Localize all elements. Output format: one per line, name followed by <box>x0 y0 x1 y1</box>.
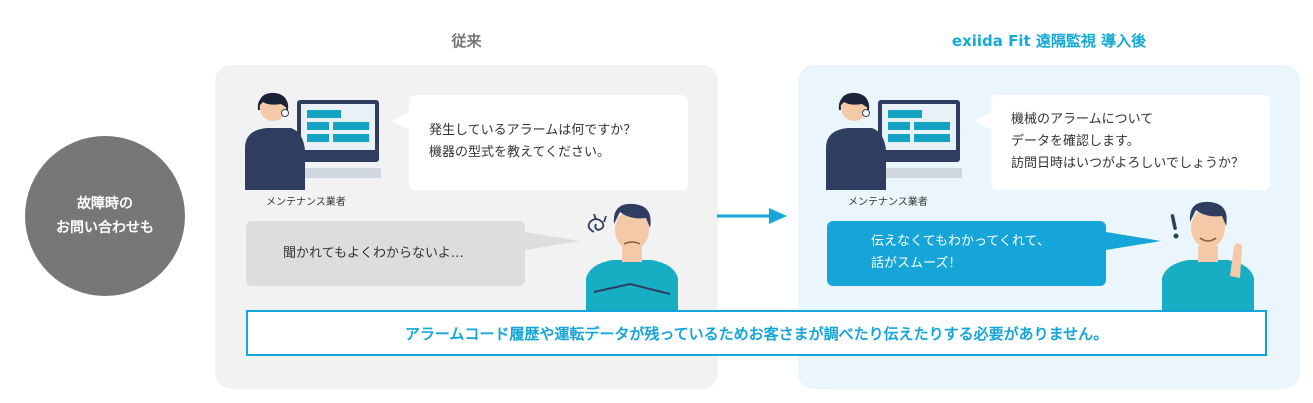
heading-after: exiida Fit 遠隔監視 導入後 <box>951 32 1147 50</box>
confused-swirl-icon <box>587 213 607 233</box>
bubble-tail <box>974 112 992 130</box>
arrow-right-icon <box>717 208 787 224</box>
technician-body <box>826 128 886 190</box>
question-line-1: 発生しているアラームは何ですか？ <box>429 123 637 138</box>
inquiry-line-2: お問い合わせも <box>56 220 154 236</box>
raised-hand <box>1230 243 1242 278</box>
message-line-1: 機械のアラームについて <box>1011 112 1154 127</box>
speech-bubble-question: 発生しているアラームは何ですか？ 機器の型式を教えてください。 <box>409 95 688 190</box>
technician-label-after: メンテナンス業者 <box>848 197 928 208</box>
customer-confused-illustration <box>586 203 678 310</box>
technician-body <box>245 128 305 190</box>
technician-illustration-after <box>826 92 962 190</box>
headset-icon <box>862 109 870 117</box>
bubble-tail <box>525 232 580 250</box>
exclamation-icon <box>1170 214 1179 239</box>
reply-line-2: 話がスムーズ！ <box>871 256 962 271</box>
confused-reply: 聞かれてもよくわからないよ… <box>283 245 464 261</box>
message-line-2: データを確認します。 <box>1011 134 1140 149</box>
speech-bubble-data-check: 機械のアラームについて データを確認します。 訪問日時はいつがよろしいでしょうか… <box>991 95 1270 190</box>
message-line-3: 訪問日時はいつがよろしいでしょうか？ <box>1011 156 1244 171</box>
reply-line-1: 伝えなくてもわかってくれて、 <box>871 234 1050 249</box>
bubble-tail <box>392 112 410 130</box>
technician-illustration-before <box>245 92 381 190</box>
benefit-text: アラームコード履歴や運転データが残っているためお客さまが調べたり伝えたりする必要… <box>404 324 1109 343</box>
inquiry-circle: 故障時の お問い合わせも <box>25 136 185 296</box>
question-line-2: 機器の型式を教えてください。 <box>429 145 610 160</box>
benefit-banner: アラームコード履歴や運転データが残っているためお客さまが調べたり伝えたりする必要… <box>246 310 1267 356</box>
technician-label-before: メンテナンス業者 <box>266 197 346 208</box>
bubble-tail <box>1106 232 1161 250</box>
headset-icon <box>281 109 289 117</box>
speech-bubble-smooth: 伝えなくてもわかってくれて、 話がスムーズ！ <box>827 221 1106 286</box>
heading-before: 従来 <box>451 32 482 50</box>
speech-bubble-confused: 聞かれてもよくわからないよ… <box>246 221 525 286</box>
customer-happy-illustration <box>1162 201 1254 310</box>
inquiry-line-1: 故障時の <box>77 196 133 212</box>
